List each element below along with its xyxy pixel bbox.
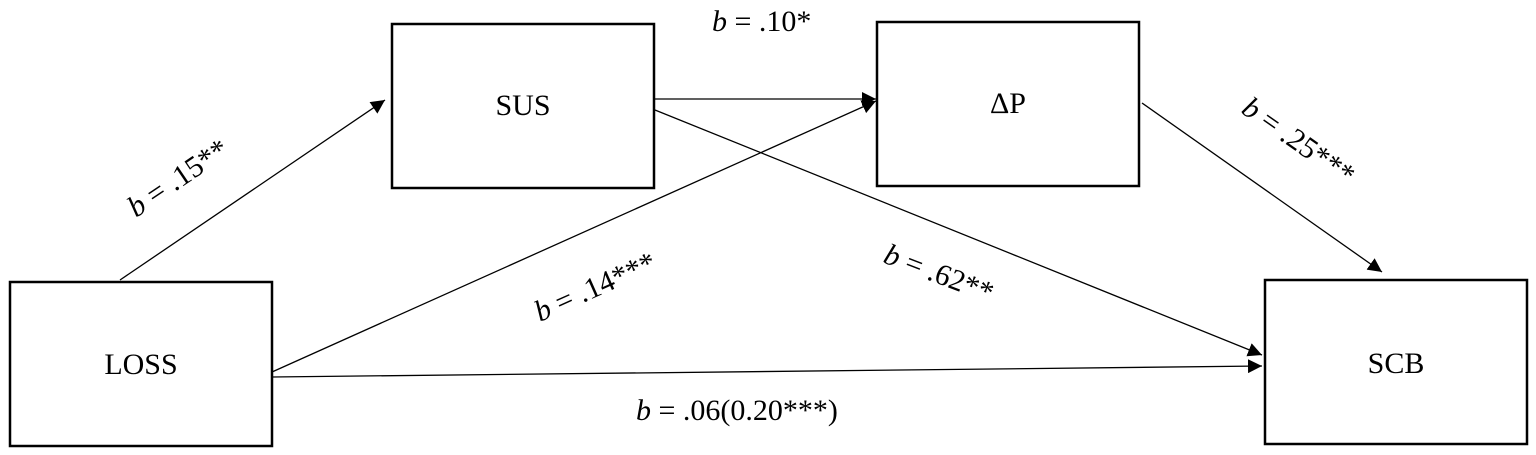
edge-loss-to-sus — [119, 99, 386, 281]
node-dp: ΔP — [875, 20, 1141, 188]
coef-sus-scb: b = .62** — [879, 238, 998, 310]
edge-sus-to-scb — [654, 109, 1263, 357]
coef-sus-dp: b = .10* — [712, 5, 811, 38]
coef-loss-scb-value: = .06(0.20***) — [651, 394, 838, 427]
edge-loss-to-dp — [271, 100, 877, 373]
node-loss: LOSS — [8, 280, 274, 448]
node-sus-label: SUS — [495, 89, 550, 122]
coef-loss-dp-value: = .14*** — [543, 246, 661, 323]
node-sus: SUS — [390, 22, 656, 190]
coef-loss-sus-value: = .15** — [134, 132, 235, 215]
edge-loss-to-scb — [271, 359, 1263, 378]
coef-sus-dp-b: b — [712, 5, 727, 38]
coef-loss-scb: b = .06(0.20***) — [636, 394, 838, 427]
coef-loss-scb-b: b — [636, 394, 651, 427]
edge-dp-to-scb — [1141, 102, 1383, 273]
node-scb-label: SCB — [1368, 347, 1425, 380]
node-dp-label: ΔP — [990, 87, 1026, 120]
coef-loss-sus: b = .15** — [121, 132, 234, 223]
coef-dp-scb-value: = .25*** — [1248, 99, 1361, 192]
coef-sus-scb-value: = .62** — [893, 243, 998, 309]
coef-loss-dp: b = .14*** — [529, 246, 661, 329]
node-loss-label: LOSS — [104, 348, 177, 381]
coef-dp-scb: b = .25*** — [1236, 91, 1361, 192]
coef-sus-dp-value: = .10* — [727, 5, 811, 38]
node-scb: SCB — [1263, 278, 1529, 446]
